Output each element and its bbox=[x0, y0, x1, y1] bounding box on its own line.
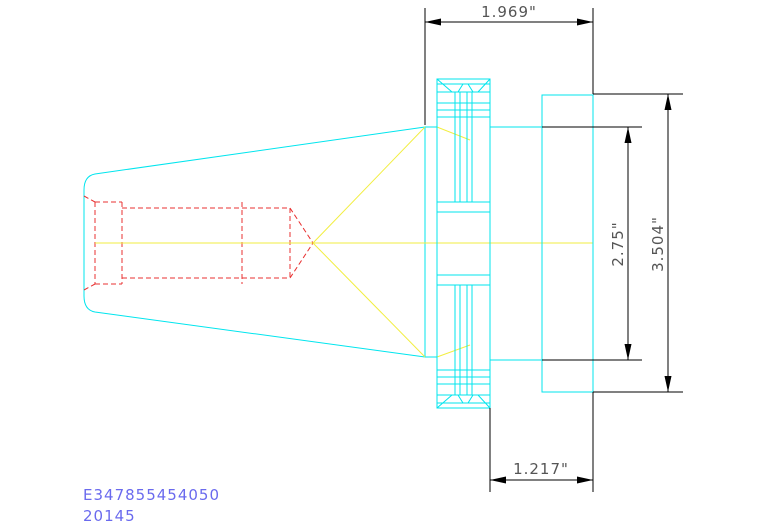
dimension-inner-diameter: 2.75" bbox=[542, 126, 642, 361]
dimension-overall-length: 1.969" bbox=[424, 3, 594, 125]
dimension-label-overall-length: 1.969" bbox=[481, 3, 537, 21]
dimension-flange-offset: 1.217" bbox=[489, 392, 594, 492]
dimension-outer-diameter: 3.504" bbox=[593, 93, 683, 393]
taper-body bbox=[83, 126, 437, 358]
centerlines bbox=[95, 126, 593, 358]
v-flange bbox=[436, 78, 491, 409]
shank bbox=[490, 94, 594, 393]
dimension-label-outer-diameter: 3.504" bbox=[649, 216, 667, 272]
part-number: E347855454050 bbox=[83, 486, 220, 504]
dimension-label-flange-offset: 1.217" bbox=[513, 460, 569, 478]
part-code: 20145 bbox=[83, 507, 136, 523]
dimension-label-inner-diameter: 2.75" bbox=[609, 221, 627, 266]
